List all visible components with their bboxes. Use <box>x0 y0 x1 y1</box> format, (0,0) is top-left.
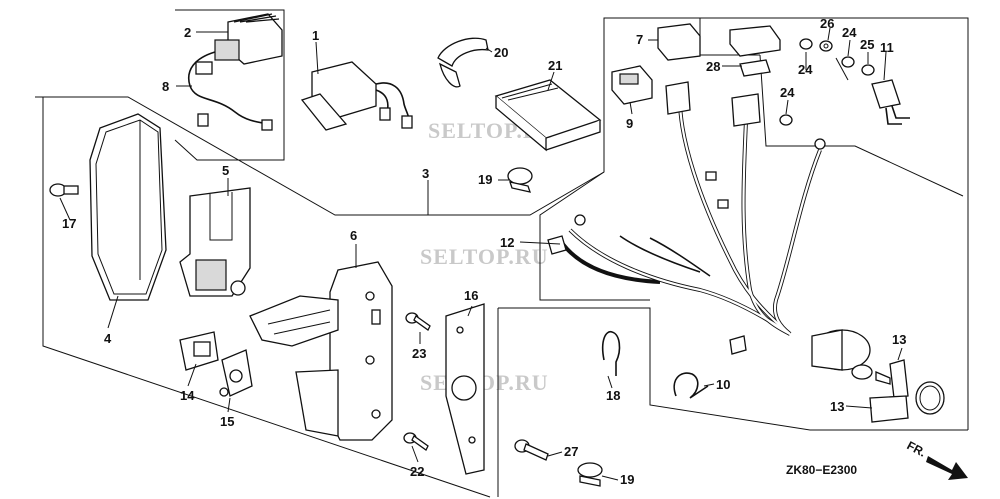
callout-11: 11 <box>880 40 894 55</box>
part-washer-26 <box>819 40 833 52</box>
group-outline-center <box>35 17 700 216</box>
front-label: FR. <box>905 438 929 459</box>
callout-24c: 24 <box>780 85 795 100</box>
part-control-box <box>249 261 393 441</box>
callout-4: 4 <box>104 331 112 346</box>
callout-labels: 1 2 3 4 5 6 7 8 9 10 11 12 13 13 14 15 1… <box>62 16 906 487</box>
part-gasket-16 <box>445 303 485 475</box>
part-key-13-upper <box>875 359 909 399</box>
group-outline-top-left <box>174 9 285 161</box>
callout-5: 5 <box>222 163 229 178</box>
group-outline-right <box>497 17 969 497</box>
callout-7: 7 <box>636 32 643 47</box>
callout-21: 21 <box>548 58 562 73</box>
callout-10: 10 <box>716 377 730 392</box>
callout-18: 18 <box>606 388 620 403</box>
group-outline-left <box>42 97 491 498</box>
part-capacitor-11 <box>871 79 910 125</box>
part-cdi-unit <box>300 61 413 131</box>
part-nut-24 <box>799 38 813 50</box>
callout-19b: 19 <box>620 472 634 487</box>
part-nut-24b <box>841 56 855 68</box>
callout-23: 23 <box>412 346 426 361</box>
callout-6: 6 <box>350 228 357 243</box>
callout-14: 14 <box>180 388 195 403</box>
part-o-ring <box>915 381 945 415</box>
part-relay-7 <box>657 23 701 61</box>
diagram-code: ZK80−E2300 <box>786 463 857 477</box>
part-clip-19-upper <box>507 167 533 193</box>
callout-20: 20 <box>494 45 508 60</box>
part-connector-9 <box>611 65 653 105</box>
callout-24: 24 <box>798 62 813 77</box>
callout-15: 15 <box>220 414 234 429</box>
callout-1: 1 <box>312 28 319 43</box>
leader-lines <box>59 27 903 481</box>
part-nut-24c <box>779 114 793 126</box>
part-breaker-15 <box>219 349 253 397</box>
callout-3: 3 <box>422 166 429 181</box>
part-clip-18 <box>601 331 621 376</box>
front-direction-indicator: FR. <box>905 438 968 480</box>
callout-8: 8 <box>162 79 169 94</box>
callout-13: 13 <box>892 332 906 347</box>
callout-22: 22 <box>410 464 424 479</box>
part-band-10 <box>673 372 709 399</box>
part-bracket-5 <box>179 187 251 297</box>
part-tube-21 <box>494 79 602 152</box>
callout-27: 27 <box>564 444 578 459</box>
part-bolt-22 <box>403 432 429 451</box>
part-bolt-27 <box>514 439 549 461</box>
part-key-13-lower <box>869 395 909 423</box>
part-ignition-switch <box>811 329 873 380</box>
callout-9: 9 <box>626 116 633 131</box>
callout-13b: 13 <box>830 399 844 414</box>
callout-16: 16 <box>464 288 478 303</box>
callout-17: 17 <box>62 216 76 231</box>
part-bolt-small <box>835 57 849 81</box>
callout-26: 26 <box>820 16 834 31</box>
part-bolt-23 <box>405 312 431 331</box>
part-wiring-8 <box>188 51 273 131</box>
callout-12: 12 <box>500 235 514 250</box>
arrow-icon <box>926 456 968 480</box>
part-wire-harness-12 <box>547 81 826 355</box>
part-regulator <box>214 13 283 65</box>
callout-28: 28 <box>706 59 720 74</box>
callout-2: 2 <box>184 25 191 40</box>
part-washer-25 <box>861 64 875 76</box>
part-fuse-28 <box>729 25 781 77</box>
part-clip-19-lower <box>577 462 603 487</box>
part-screw-17 <box>49 183 79 197</box>
part-control-cover <box>89 113 167 301</box>
callout-24b: 24 <box>842 25 857 40</box>
watermark: SELTOP.RU <box>420 244 549 269</box>
part-switch-14 <box>179 331 219 371</box>
callout-19: 19 <box>478 172 492 187</box>
callout-25: 25 <box>860 37 874 52</box>
part-clamp-20 <box>437 37 489 88</box>
